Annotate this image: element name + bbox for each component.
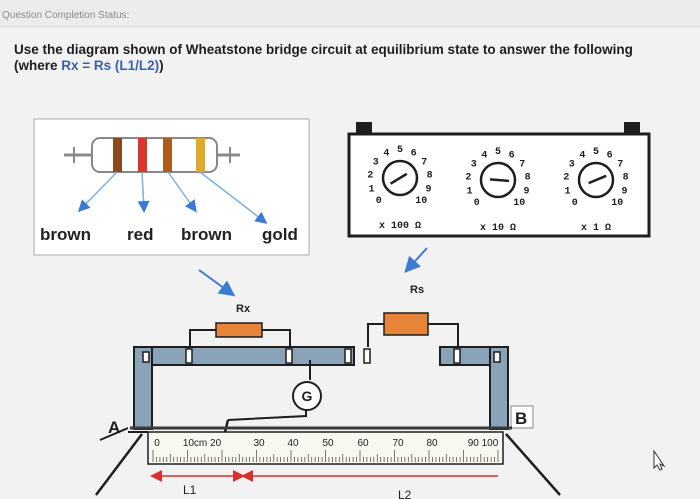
dial-3-tick-label: 7 [617,159,623,170]
resistor-band-2 [138,138,147,172]
dial-3-tick-label: 2 [563,172,569,183]
dial-1-tick-label: 0 [376,196,382,207]
band-label-3: brown [181,225,232,244]
l2-label: L2 [398,488,412,499]
dial-2-tick-label: 8 [525,172,531,183]
dial-1-tick-label: 1 [368,184,374,195]
meter-rule-ticks [152,450,499,462]
mouse-cursor-icon [653,449,666,471]
dial-1-tick-label: 5 [397,145,403,156]
band-label-1: brown [40,225,91,244]
dial-3-tick-label: 8 [623,172,629,183]
status-label: Question Completion Status: [2,10,130,21]
scale-label: 80 [426,438,438,449]
band-label-2: red [127,225,153,244]
rx-resistor [215,322,263,338]
dial-2-tick-label: 0 [474,198,480,209]
scale-label: 0 [154,438,160,449]
l1-label: L1 [183,483,197,497]
dial-2-tick-label: 9 [523,186,529,197]
dial-1-tick-label: 6 [411,148,417,159]
formula: Rx = Rs (L1/L2) [61,58,160,73]
bridge-circuit: Rs Rx G A [108,284,534,437]
dial-3-tick-label: 5 [593,147,599,158]
dial-2-tick-label: 10 [513,198,525,209]
dial-1-tick-label: 9 [425,184,431,195]
dial-3-tick-label: 10 [611,198,623,209]
dial-1-multiplier: x 100 Ω [379,221,421,232]
dial-1-pointer [389,172,408,185]
dial-1-tick-label: 4 [383,148,389,159]
resistor-band-3 [163,138,172,172]
question-line2: (where Rx = Rs (L1/L2)) [14,58,164,73]
dial-2-multiplier: x 10 Ω [480,223,516,234]
dial-2-pointer [489,178,510,183]
galvanometer-label: G [302,388,313,404]
scale-label: 40 [287,438,299,449]
dial-3-tick-label: 1 [564,186,570,197]
dial-1-tick-label: 3 [373,157,379,168]
scale-label: 70 [392,438,404,449]
dial-2-tick-label: 3 [471,159,477,170]
scale-label: 90 100 [468,438,499,449]
rx-label: Rx [236,303,251,315]
question-line1: Use the diagram shown of Wheatstone brid… [14,42,633,57]
resistor-panel: brown red brown gold [33,118,310,256]
dial-1-tick-label: 10 [415,196,427,207]
dial-1-tick-label: 7 [421,157,427,168]
rs-resistor [383,312,429,336]
dial-3-pointer [588,174,607,185]
dial-3-tick-label: 4 [579,150,585,161]
dial-3-tick-label: 6 [607,150,613,161]
scale-label: 10cm 20 [183,438,222,449]
scale-label: 50 [322,438,334,449]
dial-1-tick-label: 2 [367,170,373,181]
meter-rule-scale: 0 10cm 20 30 40 50 60 70 80 90 100 [154,438,499,449]
resistor-band-1 [113,138,122,172]
dial-2-tick-label: 6 [509,150,515,161]
dial-3-tick-label: 0 [572,198,578,209]
dial-2-tick-label: 7 [519,159,525,170]
resistor-band-4 [196,138,205,172]
scale-label: 30 [253,438,265,449]
dial-3-tick-label: 9 [621,186,627,197]
dial-2-tick-label: 4 [481,150,487,161]
endpoint-b: B [515,409,527,428]
galvanometer [292,381,322,411]
rs-label: Rs [410,284,424,296]
dial-2-tick-label: 5 [495,147,501,158]
meter-rule: 0 10cm 20 30 40 50 60 70 80 90 100 L1 L2 [95,427,561,499]
band-label-4: gold [262,225,298,244]
question-text: Use the diagram shown of Wheatstone brid… [14,42,694,74]
dial-3-multiplier: x 1 Ω [581,223,611,234]
dial-2-tick-label: 1 [466,186,472,197]
status-bar: Question Completion Status: [0,0,700,27]
dial-2-tick-label: 2 [465,172,471,183]
dial-3-tick-label: 3 [569,159,575,170]
scale-label: 60 [357,438,369,449]
resistor-body [91,137,218,173]
dial-1-tick-label: 8 [427,170,433,181]
